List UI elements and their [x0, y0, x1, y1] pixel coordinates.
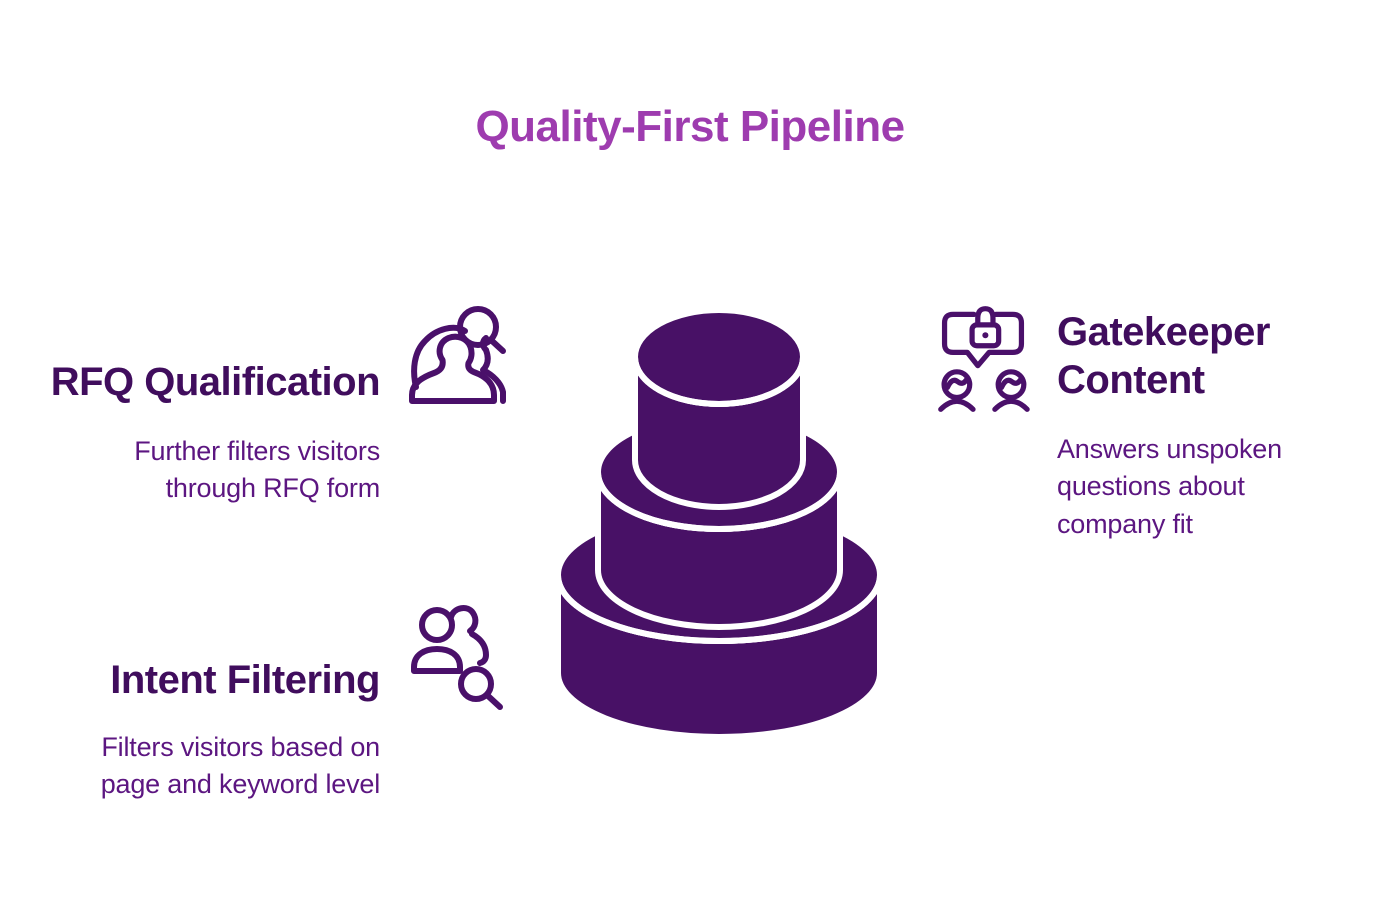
tier-top: [632, 307, 806, 510]
item-description: Answers unspoken questions about company…: [1057, 434, 1282, 539]
item-description: Further filters visitors through RFQ for…: [134, 436, 380, 504]
page-title: Quality-First Pipeline: [475, 102, 905, 151]
secure-chat-users-icon: [938, 306, 1030, 412]
users-search-icon: [411, 605, 503, 710]
item-heading: Intent Filtering: [110, 658, 380, 702]
item-heading: RFQ Qualification: [50, 360, 381, 404]
tier-bottom: [555, 506, 883, 740]
item-heading: Gatekeeper Content: [1057, 310, 1270, 402]
item-description: Filters visitors based on page and keywo…: [100, 732, 380, 800]
tier-middle: [595, 412, 843, 630]
person-search-icon: [409, 306, 506, 404]
